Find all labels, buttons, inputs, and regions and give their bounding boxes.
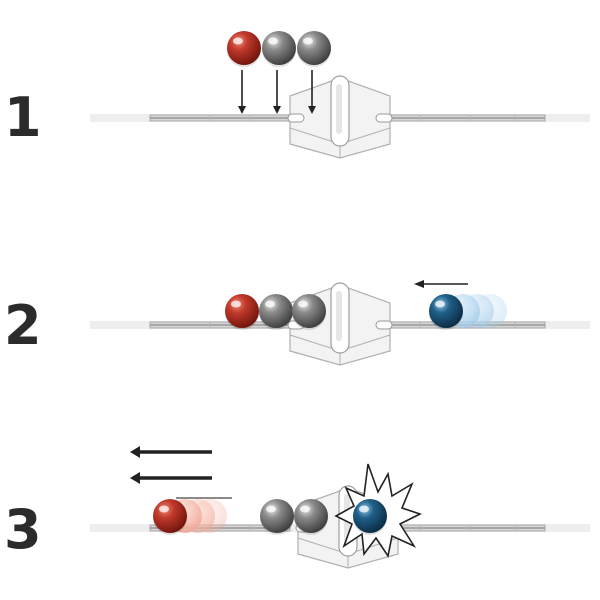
ball-red	[225, 294, 259, 328]
ball-red-highlight	[231, 300, 241, 308]
arrow-left-icon	[414, 280, 424, 288]
ball-red-highlight	[233, 37, 243, 45]
ball-blue-highlight	[435, 300, 445, 308]
ball-red	[153, 499, 187, 533]
ball-gray	[294, 499, 328, 533]
ball-red-highlight	[159, 505, 169, 513]
ball-blue-highlight	[359, 505, 369, 513]
arrow-left-icon	[130, 446, 140, 458]
rail-slot-right	[375, 320, 393, 330]
ball-gray-highlight	[266, 505, 276, 513]
magnet-post-shine	[336, 291, 342, 341]
ball-gray-highlight	[265, 300, 275, 308]
arrow-down-icon	[308, 106, 316, 114]
step-2: 2	[4, 280, 590, 366]
arrow-down-icon	[238, 106, 246, 114]
ball-gray	[262, 31, 296, 65]
ball-blue	[353, 499, 387, 533]
ball-gray-highlight	[298, 300, 308, 308]
arrow-down-icon	[273, 106, 281, 114]
rail-slot-right	[375, 113, 393, 123]
ball-gray	[260, 499, 294, 533]
step-1: 1	[4, 31, 590, 159]
arrow-left-icon	[130, 472, 140, 484]
step-number-2: 2	[4, 294, 42, 357]
ball-blue	[429, 294, 463, 328]
ball-gray-highlight	[300, 505, 310, 513]
ball-gray	[292, 294, 326, 328]
ball-gray	[259, 294, 293, 328]
rail-slot-left	[287, 113, 305, 123]
step-number-3: 3	[4, 498, 42, 561]
magnet-post-shine	[336, 84, 342, 134]
ball-red	[227, 31, 261, 65]
ball-gray-highlight	[303, 37, 313, 45]
step-3: 3	[4, 446, 590, 569]
ball-gray	[297, 31, 331, 65]
ball-gray-highlight	[268, 37, 278, 45]
step-number-1: 1	[4, 86, 42, 149]
